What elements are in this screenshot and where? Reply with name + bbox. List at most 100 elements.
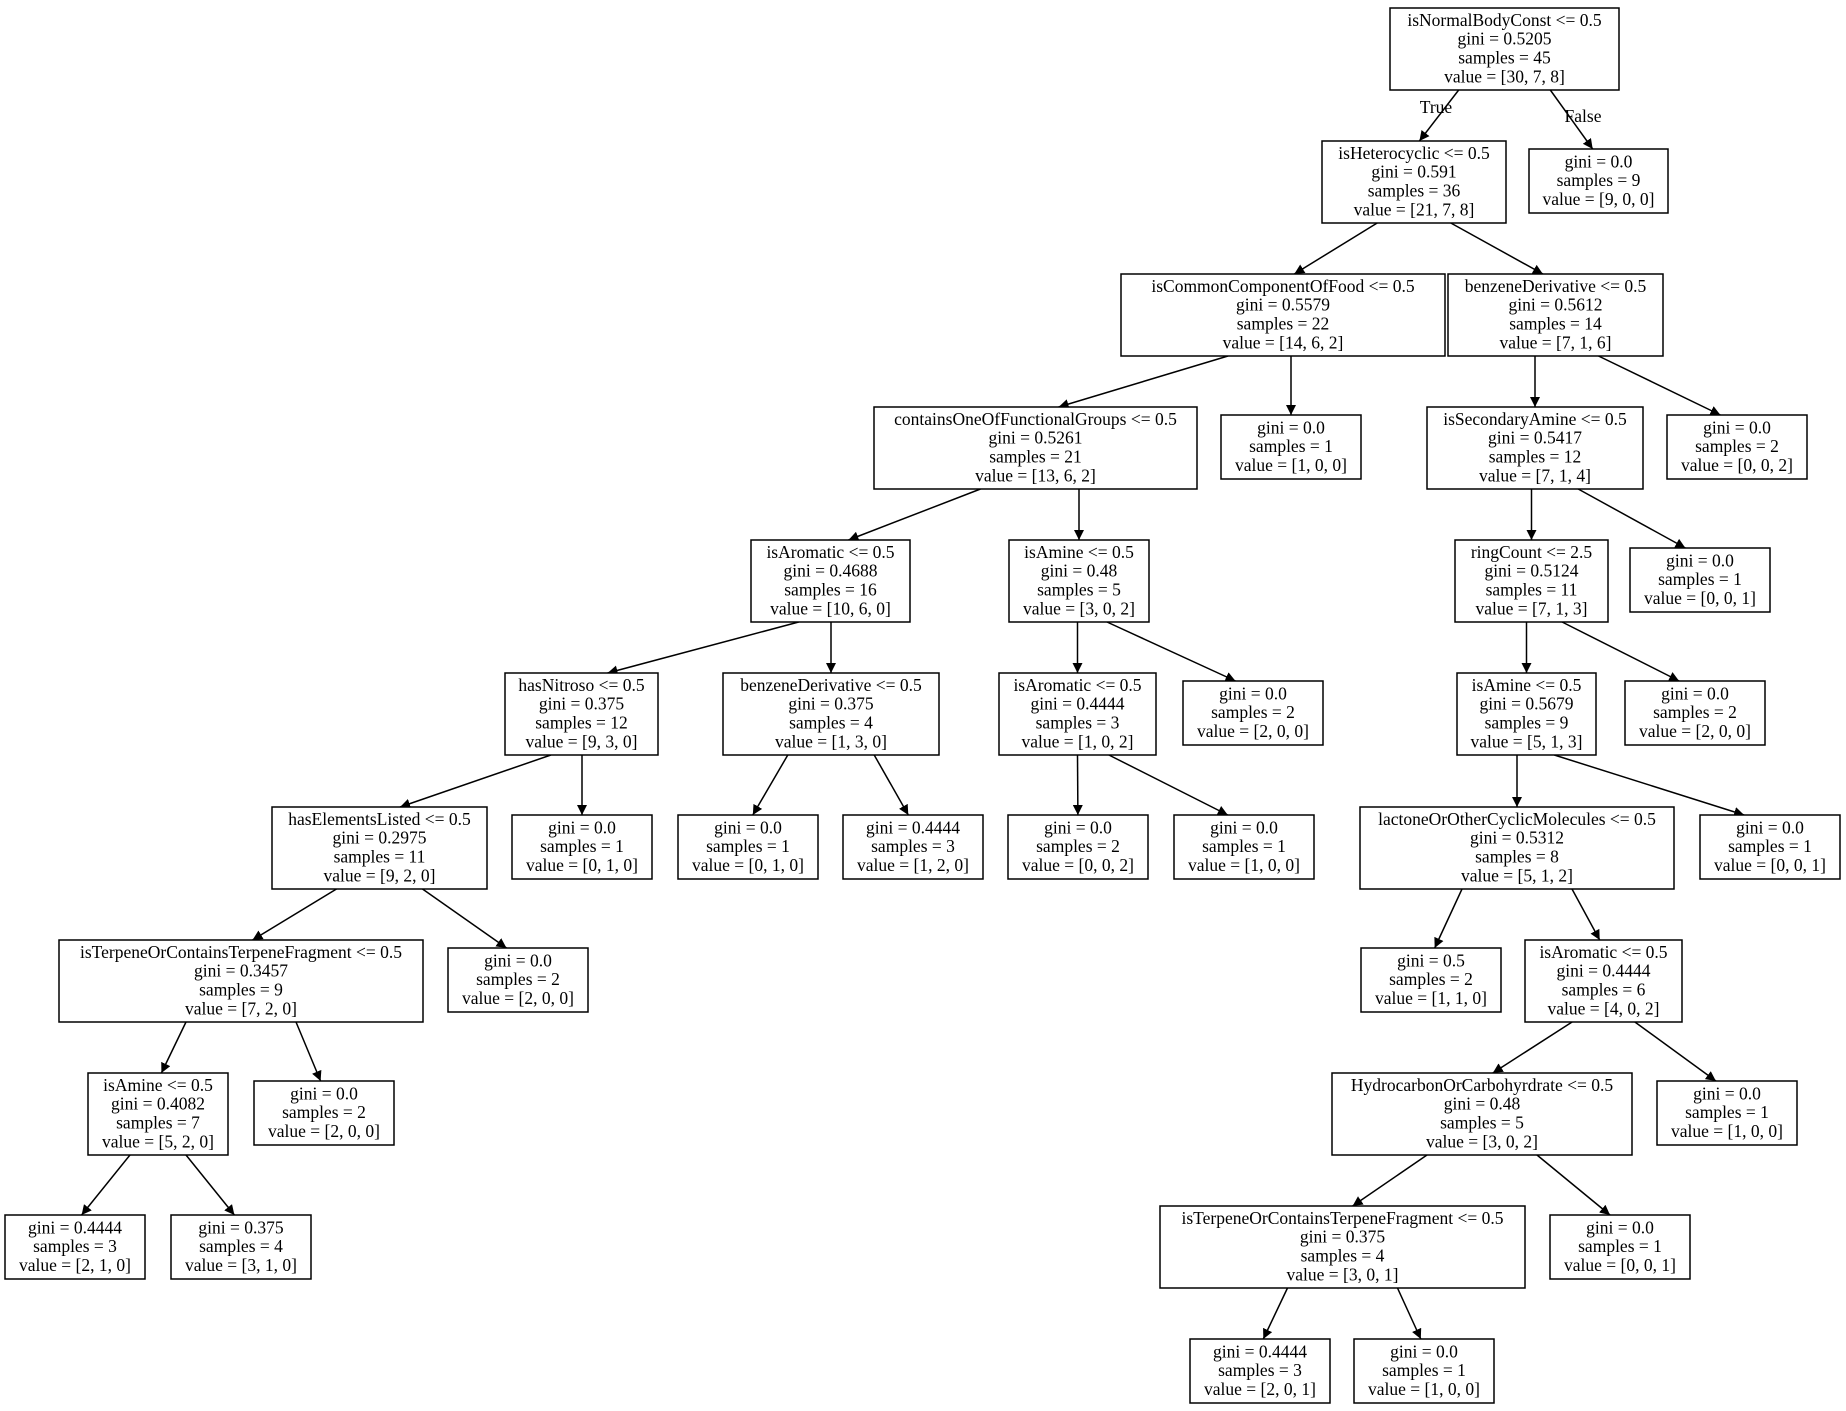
node-stat-label: gini = 0.375 [1300, 1227, 1385, 1247]
node-box [1008, 539, 1150, 623]
node-stat-label: samples = 11 [1486, 580, 1578, 600]
node-stat-label: gini = 0.5679 [1480, 694, 1574, 714]
node-split-label: HydrocarbonOrCarbohyrdrate <= 0.5 [1351, 1075, 1613, 1095]
node-stat-label: gini = 0.0 [1703, 417, 1771, 437]
node-split-label: isSecondaryAmine <= 0.5 [1443, 409, 1627, 429]
node-stat-label: samples = 9 [1557, 170, 1641, 190]
node-box [170, 1214, 312, 1280]
node-stat-label: gini = 0.0 [548, 817, 616, 837]
node-box [1389, 7, 1620, 91]
node-stat-label: value = [7, 1, 6] [1500, 332, 1612, 352]
node-box [504, 672, 659, 756]
node-stat-label: samples = 45 [1458, 48, 1551, 68]
node-stat-label: samples = 1 [706, 836, 790, 856]
edge-arrow [607, 621, 799, 676]
node-stat-label: samples = 2 [1653, 702, 1737, 722]
node-box [1629, 547, 1771, 613]
node-box [1524, 939, 1683, 1023]
node-stat-label: gini = 0.5417 [1488, 428, 1582, 448]
edge-label-false: False [1565, 106, 1602, 126]
node-box [447, 947, 589, 1013]
node-stat-label: gini = 0.591 [1371, 162, 1456, 182]
node-box [1528, 148, 1669, 214]
node-stat-label: value = [1, 0, 0] [1188, 855, 1300, 875]
node-split-label: lactoneOrOtherCyclicMolecules <= 0.5 [1378, 809, 1656, 829]
node-stat-label: gini = 0.375 [539, 694, 624, 714]
node-split-label: benzeneDerivative <= 0.5 [1465, 276, 1647, 296]
edge-arrow [848, 488, 981, 542]
node-split-label: isHeterocyclic <= 0.5 [1338, 143, 1490, 163]
node-stat-label: gini = 0.48 [1041, 561, 1118, 581]
node-box [1666, 414, 1808, 480]
edge-arrow [1058, 355, 1229, 409]
node-stat-label: gini = 0.0 [1666, 550, 1734, 570]
node-stat-label: gini = 0.0 [1661, 683, 1729, 703]
node-stat-label: value = [1, 0, 2] [1022, 731, 1134, 751]
node-box [1120, 273, 1446, 357]
node-box [1353, 1338, 1495, 1404]
node-stat-label: value = [2, 0, 0] [1639, 721, 1751, 741]
node-box [1173, 814, 1315, 880]
edge-arrow [160, 1021, 187, 1074]
node-box [253, 1080, 395, 1146]
node-box [1624, 680, 1766, 746]
node-stat-label: value = [7, 1, 3] [1476, 598, 1588, 618]
node-stat-label: gini = 0.0 [1210, 817, 1278, 837]
tree-node: isTerpeneOrContainsTerpeneFragment <= 0.… [58, 939, 424, 1023]
node-stat-label: samples = 11 [334, 847, 426, 867]
node-stat-label: samples = 2 [282, 1102, 366, 1122]
edge-arrow [1554, 754, 1745, 817]
node-stat-label: samples = 1 [1382, 1360, 1466, 1380]
node-stat-label: gini = 0.5261 [989, 428, 1083, 448]
edge-arrow [1106, 621, 1236, 682]
node-stat-label: value = [9, 3, 0] [526, 731, 638, 751]
node-stat-label: value = [3, 1, 0] [185, 1255, 297, 1275]
node-stat-label: gini = 0.0 [1586, 1217, 1654, 1237]
node-box [873, 406, 1198, 490]
node-stat-label: samples = 1 [1202, 836, 1286, 856]
node-stat-label: samples = 3 [1036, 713, 1120, 733]
node-stat-label: gini = 0.0 [1219, 683, 1287, 703]
node-stat-label: gini = 0.4444 [1213, 1341, 1307, 1361]
node-stat-label: gini = 0.0 [290, 1083, 358, 1103]
node-stat-label: gini = 0.5612 [1509, 295, 1603, 315]
node-split-label: hasNitroso <= 0.5 [518, 675, 644, 695]
node-split-label: benzeneDerivative <= 0.5 [740, 675, 922, 695]
node-stat-label: value = [9, 0, 0] [1543, 189, 1655, 209]
node-stat-label: value = [2, 0, 0] [268, 1121, 380, 1141]
edge-arrow [1536, 1154, 1611, 1216]
node-split-label: isCommonComponentOfFood <= 0.5 [1151, 276, 1415, 296]
node-stat-label: gini = 0.0 [1044, 817, 1112, 837]
edge-arrow [185, 1154, 235, 1216]
node-box [511, 814, 653, 880]
node-box [1331, 1072, 1633, 1156]
node-stat-label: samples = 16 [784, 580, 877, 600]
node-stat-label: value = [3, 0, 1] [1287, 1264, 1399, 1284]
node-box [1447, 273, 1664, 357]
edge-arrow [1108, 754, 1229, 816]
tree-node: lactoneOrOtherCyclicMolecules <= 0.5gini… [1359, 806, 1675, 890]
node-stat-label: samples = 2 [1211, 702, 1295, 722]
node-stat-label: value = [0, 0, 1] [1564, 1255, 1676, 1275]
node-stat-label: value = [10, 6, 0] [770, 598, 891, 618]
node-stat-label: gini = 0.4082 [111, 1094, 205, 1114]
edge-arrow [81, 1154, 131, 1216]
node-stat-label: value = [2, 0, 1] [1204, 1379, 1316, 1399]
edge-arrow [752, 754, 789, 816]
node-stat-label: samples = 4 [789, 713, 873, 733]
node-stat-label: samples = 2 [476, 969, 560, 989]
edge-arrow [1549, 89, 1594, 150]
node-stat-label: samples = 4 [1301, 1246, 1385, 1266]
node-stat-label: value = [1, 2, 0] [857, 855, 969, 875]
